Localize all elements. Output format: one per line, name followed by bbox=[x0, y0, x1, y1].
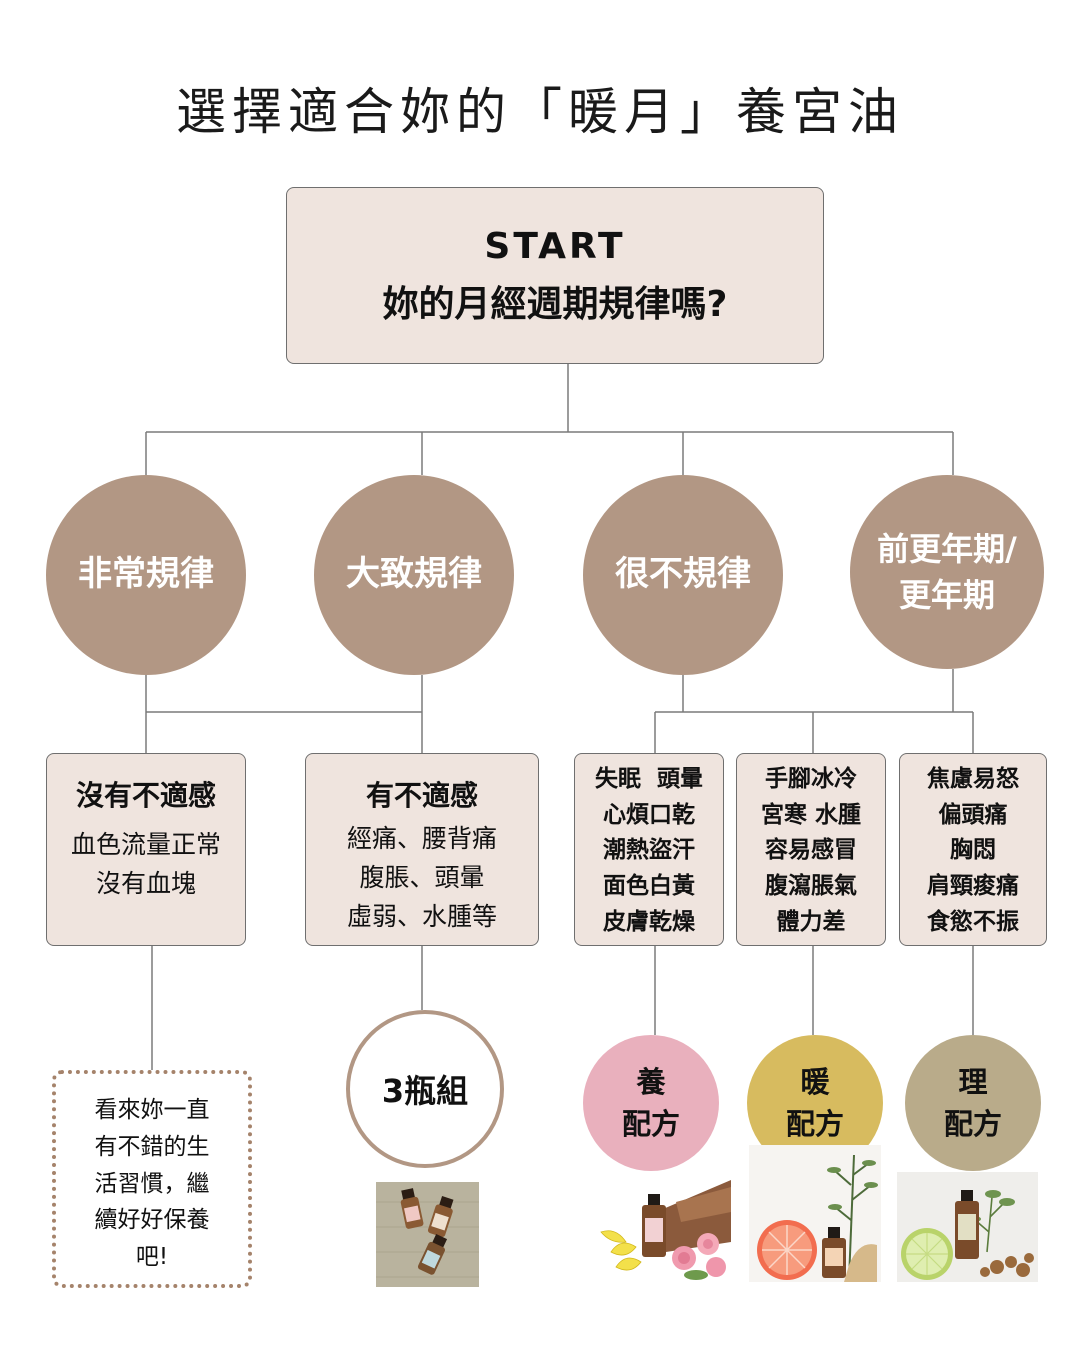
bottles-image bbox=[376, 1182, 479, 1287]
note-line: 有不錯的生 bbox=[94, 1133, 210, 1160]
note-line: 續好好保養 bbox=[94, 1207, 210, 1234]
nourish-formula-photo bbox=[596, 1172, 731, 1282]
option-label: 很不規律 bbox=[615, 554, 751, 595]
formula-bottom: 配方 bbox=[785, 1107, 844, 1141]
three-bottles-photo bbox=[376, 1182, 479, 1287]
symptom-line: 心煩口乾 bbox=[603, 801, 695, 828]
no-discomfort-box: 沒有不適感 血色流量正常 沒有血塊 bbox=[46, 753, 246, 946]
formula-top: 理 bbox=[958, 1064, 988, 1099]
box-line: 經痛、腰背痛 bbox=[346, 824, 497, 853]
formula-nourish: 養 配方 bbox=[583, 1035, 719, 1171]
formula-bottom: 配方 bbox=[621, 1107, 680, 1141]
box-heading: 沒有不適感 bbox=[75, 779, 216, 812]
symptom-line: 皮膚乾燥 bbox=[603, 908, 695, 935]
box-line: 血色流量正常 bbox=[70, 830, 221, 859]
option-very-irregular: 很不規律 bbox=[583, 475, 783, 675]
start-question: 妳的月經週期規律嗎? bbox=[382, 284, 728, 325]
symptom-line: 焦慮易怒 bbox=[927, 766, 1019, 792]
symptom-line: 胸悶 bbox=[950, 837, 996, 864]
start-label: START bbox=[484, 226, 626, 267]
symptom-box-2: 手腳冰冷 宮寒 水腫 容易感冒 腹瀉脹氣 體力差 bbox=[736, 753, 886, 946]
symptom-line: 偏頭痛 bbox=[938, 801, 1008, 828]
symptom-line: 失眠 頭暈 bbox=[594, 766, 703, 792]
symptom-line: 肩頸痠痛 bbox=[927, 872, 1019, 899]
keep-it-up-note: 看來妳一直 有不錯的生 活習慣，繼 續好好保養 吧! bbox=[52, 1070, 252, 1288]
symptom-line: 面色白黃 bbox=[603, 872, 695, 899]
note-line: 看來妳一直 bbox=[94, 1097, 210, 1123]
symptom-line: 腹瀉脹氣 bbox=[765, 872, 857, 899]
page-title: 選擇適合妳的「暖月」養宮油 bbox=[176, 83, 904, 141]
box-line: 虛弱、水腫等 bbox=[346, 901, 497, 931]
symptom-line: 手腳冰冷 bbox=[765, 766, 857, 792]
symptom-line: 潮熱盜汗 bbox=[603, 837, 695, 864]
option-mostly-regular: 大致規律 bbox=[314, 475, 514, 675]
symptom-line: 容易感冒 bbox=[765, 837, 857, 864]
note-line: 活習慣，繼 bbox=[94, 1170, 210, 1197]
note-line: 吧! bbox=[135, 1244, 169, 1271]
set-label: 3瓶組 bbox=[381, 1072, 469, 1110]
symptom-box-3: 焦慮易怒 偏頭痛 胸悶 肩頸痠痛 食慾不振 bbox=[899, 753, 1047, 946]
balance-ingredients-image bbox=[897, 1172, 1038, 1282]
option-label-line1: 前更年期/ bbox=[877, 529, 1017, 568]
start-box: START 妳的月經週期規律嗎? bbox=[286, 187, 824, 364]
symptom-line: 體力差 bbox=[776, 908, 846, 935]
symptom-box-1: 失眠 頭暈 心煩口乾 潮熱盜汗 面色白黃 皮膚乾燥 bbox=[574, 753, 724, 946]
option-label: 大致規律 bbox=[346, 554, 482, 595]
option-very-regular: 非常規律 bbox=[46, 475, 246, 675]
formula-top: 養 bbox=[636, 1064, 666, 1099]
balance-formula-photo bbox=[897, 1172, 1038, 1282]
warm-ingredients-image bbox=[749, 1145, 881, 1282]
discomfort-box: 有不適感 經痛、腰背痛 腹脹、頭暈 虛弱、水腫等 bbox=[305, 753, 539, 946]
option-menopause: 前更年期/ 更年期 bbox=[850, 475, 1044, 669]
three-bottle-set: 3瓶組 bbox=[346, 1010, 504, 1168]
formula-top: 暖 bbox=[800, 1064, 830, 1099]
symptom-line: 宮寒 水腫 bbox=[760, 801, 861, 828]
symptom-line: 食慾不振 bbox=[927, 908, 1019, 935]
option-label-line2: 更年期 bbox=[898, 576, 995, 614]
option-label: 非常規律 bbox=[78, 554, 214, 595]
formula-bottom: 配方 bbox=[943, 1107, 1002, 1141]
nourish-ingredients-image bbox=[596, 1172, 731, 1282]
box-line: 腹脹、頭暈 bbox=[359, 862, 485, 892]
warm-formula-photo bbox=[749, 1145, 881, 1282]
formula-balance: 理 配方 bbox=[905, 1035, 1041, 1171]
box-line: 沒有血塊 bbox=[95, 868, 196, 898]
box-heading: 有不適感 bbox=[365, 779, 478, 812]
